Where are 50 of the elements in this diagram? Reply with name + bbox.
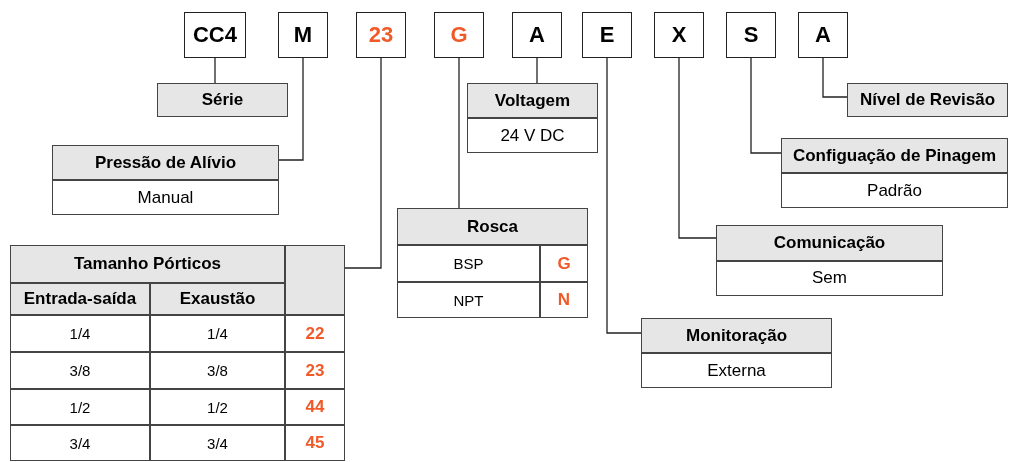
- code-box: A: [512, 12, 562, 58]
- card-value: Sem: [716, 260, 943, 296]
- table-cell: 23: [285, 352, 345, 389]
- card-header: Configuação de Pinagem: [781, 138, 1008, 173]
- table-cell: 3/4: [10, 425, 150, 461]
- table-header-cell: Exaustão: [150, 283, 285, 315]
- code-box: CC4: [184, 12, 246, 58]
- code-box: A: [798, 12, 848, 58]
- card-value: 24 V DC: [467, 118, 598, 153]
- table-cell: 1/4: [10, 315, 150, 352]
- card-value: Manual: [52, 180, 279, 215]
- connector-line: [750, 57, 782, 154]
- table-cell: 22: [285, 315, 345, 352]
- code-box: G: [434, 12, 484, 58]
- code-box: M: [278, 12, 328, 58]
- card-header: Pressão de Alívio: [52, 145, 279, 180]
- connector-line: [458, 57, 460, 209]
- code-box: S: [726, 12, 776, 58]
- connector-line: [214, 57, 216, 84]
- table-cell: BSP: [397, 245, 540, 282]
- card-header: Comunicação: [716, 225, 943, 261]
- card-value: Padrão: [781, 173, 1008, 208]
- table-header-cell: Tamanho Pórticos: [10, 245, 285, 283]
- card-value: Externa: [641, 353, 832, 388]
- connector-line: [606, 57, 642, 334]
- table-cell: NPT: [397, 282, 540, 318]
- card-header: Monitoração: [641, 318, 832, 353]
- table-cell: 3/8: [150, 352, 285, 389]
- card-header: Voltagem: [467, 83, 598, 118]
- card-header: Série: [157, 83, 288, 117]
- code-box: X: [654, 12, 704, 58]
- connector-line: [536, 57, 538, 84]
- table-header-cell: Entrada-saída: [10, 283, 150, 315]
- table-cell: N: [540, 282, 588, 318]
- connector-line: [278, 57, 304, 161]
- connector-line: [822, 57, 848, 98]
- table-cell: 44: [285, 389, 345, 425]
- connector-line: [344, 57, 382, 269]
- table-cell: 1/2: [10, 389, 150, 425]
- table-header-cell: Rosca: [397, 208, 588, 245]
- table-cell: 1/2: [150, 389, 285, 425]
- code-box: 23: [356, 12, 406, 58]
- table-cell: 3/8: [10, 352, 150, 389]
- code-box: E: [582, 12, 632, 58]
- connector-line: [678, 57, 717, 239]
- card-header: Nível de Revisão: [847, 83, 1008, 117]
- table-cell: 1/4: [150, 315, 285, 352]
- table-cell: 45: [285, 425, 345, 461]
- table-cell: 3/4: [150, 425, 285, 461]
- table-cell: G: [540, 245, 588, 282]
